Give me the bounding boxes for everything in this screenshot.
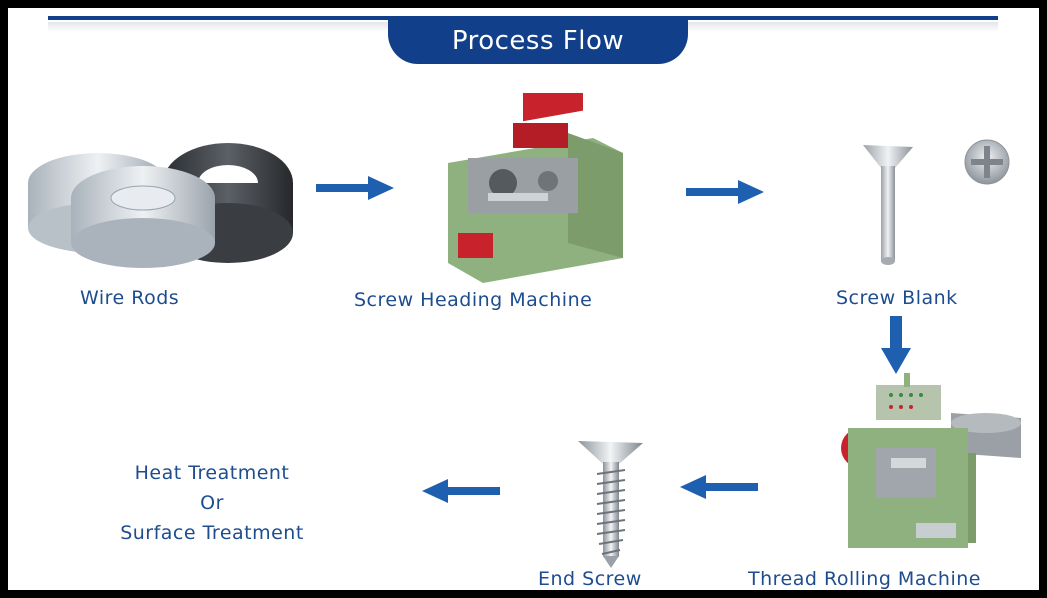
heat-treatment-line3: Surface Treatment <box>120 522 304 544</box>
left-arrow-icon <box>680 475 758 499</box>
wire-rods-image <box>28 143 293 268</box>
screw-heading-machine-label: Screw Heading Machine <box>354 289 593 311</box>
heat-treatment-label: Heat Treatment Or Surface Treatment <box>88 458 336 548</box>
left-arrow-icon <box>422 479 500 503</box>
thread-rolling-machine-label: Thread Rolling Machine <box>748 568 981 590</box>
right-arrow-icon <box>316 176 394 200</box>
thread-rolling-machine-image <box>841 373 1021 548</box>
process-flow-diagram: Process Flow Wire Rods <box>8 8 1039 590</box>
down-arrow-icon <box>881 316 911 374</box>
wire-rods-label: Wire Rods <box>80 287 180 309</box>
screw-heading-machine-image <box>448 93 623 283</box>
heat-treatment-line1: Heat Treatment <box>134 462 290 484</box>
heat-treatment-line2: Or <box>200 492 224 514</box>
end-screw-label: End Screw <box>538 568 642 590</box>
screw-blank-image <box>863 139 1010 265</box>
page-title: Process Flow <box>388 18 688 64</box>
right-arrow-icon <box>686 180 764 204</box>
screw-blank-label: Screw Blank <box>836 287 958 309</box>
end-screw-image <box>578 441 643 568</box>
